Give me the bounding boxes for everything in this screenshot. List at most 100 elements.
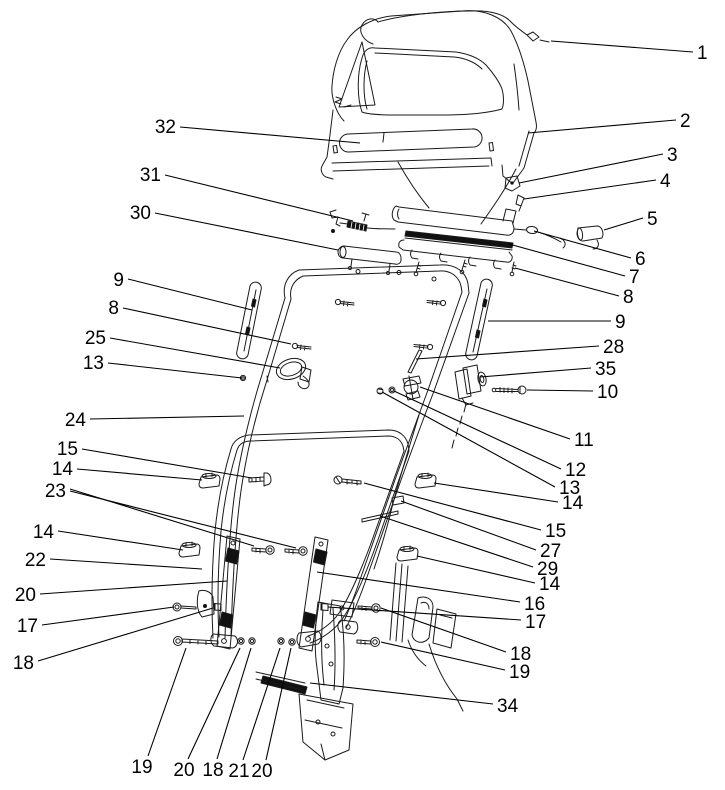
callout-label-9-3: 9 (113, 270, 124, 291)
knob-14 (414, 472, 437, 489)
leader-line-21 (242, 647, 281, 761)
hardware-knobs-bolts (178, 298, 447, 562)
callout-label-1-21: 1 (697, 43, 708, 64)
callout-label-16-41: 16 (524, 594, 545, 615)
leader-line-32 (179, 126, 361, 144)
callout-label-13-35: 13 (559, 478, 580, 499)
callout-label-3-23: 3 (667, 145, 678, 166)
callout-label-8-28: 8 (623, 287, 634, 308)
roller-30 (337, 245, 402, 275)
leader-line-12 (393, 390, 562, 470)
callout-label-14-36: 14 (562, 493, 584, 514)
callout-label-17-14: 17 (17, 616, 38, 637)
leader-line-15 (363, 482, 542, 531)
callout-label-8-4: 8 (108, 298, 119, 319)
callout-label-30-2: 30 (130, 203, 151, 224)
bracket-3 (504, 175, 521, 192)
callout-label-9-29: 9 (615, 312, 626, 333)
callout-label-18-43: 18 (510, 644, 531, 665)
leader-line-11 (419, 386, 571, 440)
washer-21 (277, 637, 285, 645)
bolt-23 (251, 545, 275, 555)
nut-18 (213, 603, 222, 611)
leader-line-9 (127, 278, 253, 311)
rod-29 (361, 510, 399, 523)
leader-line-13 (381, 391, 556, 488)
panel-slot (339, 128, 483, 153)
hardware-lower (172, 589, 381, 647)
callout-label-34-45: 34 (497, 696, 519, 717)
callout-label-12-34: 12 (565, 460, 586, 481)
screw-4 (515, 194, 525, 212)
callout-label-11-33: 11 (574, 430, 594, 451)
leader-line-14 (76, 468, 203, 481)
leader-line-6 (533, 230, 632, 259)
cable-clamp-group (361, 349, 527, 570)
bolt-15 (333, 475, 362, 486)
callout-label-19-16: 19 (131, 757, 152, 778)
leader-line-19 (147, 647, 187, 757)
leader-line-18 (380, 607, 507, 653)
callout-label-22-12: 22 (25, 550, 46, 571)
callout-label-21-19: 21 (228, 761, 249, 782)
callout-label-10-32: 10 (597, 382, 618, 403)
leader-line-4 (523, 179, 657, 200)
screw-10 (491, 385, 527, 395)
knob-14 (178, 541, 201, 558)
leader-line-7 (508, 243, 626, 277)
screw-8 (413, 343, 434, 351)
clamp-11 (403, 379, 419, 395)
leader-line-29 (379, 515, 534, 568)
callout-label-18-18: 18 (202, 760, 223, 781)
leader-line-14 (57, 530, 184, 551)
washer-20 (288, 638, 296, 646)
pin-31 (361, 212, 370, 222)
lower-handle-tube (224, 264, 470, 639)
leader-line-14 (416, 555, 536, 584)
leader-line-14 (433, 482, 559, 503)
screw-17 (172, 602, 197, 612)
strap-clamp (196, 589, 215, 618)
leader-line-27 (400, 500, 537, 551)
washer-18 (248, 637, 256, 645)
handle-bar (391, 205, 515, 236)
leader-line-31 (164, 174, 354, 222)
callout-label-24-7: 24 (65, 410, 87, 431)
upper-handle-assembly (320, 10, 537, 236)
callout-label-23-10: 23 (45, 481, 66, 502)
strap-22 (216, 535, 241, 650)
leader-line-5 (603, 217, 644, 231)
leader-line-20 (39, 580, 228, 595)
bolt-15 (248, 472, 272, 487)
callout-label-6-26: 6 (635, 249, 646, 270)
screw-8 (426, 299, 447, 307)
leader-line-34 (309, 682, 494, 705)
screw-8 (334, 298, 355, 307)
leader-line-24 (89, 415, 245, 420)
callout-label-13-6: 13 (83, 353, 104, 374)
callout-label-2-22: 2 (680, 111, 691, 132)
leader-line-17 (41, 606, 175, 626)
callout-label-31-1: 31 (140, 165, 161, 186)
leader-line-15 (81, 448, 253, 479)
leader-line-8 (122, 307, 292, 345)
nut-13 (376, 387, 384, 395)
callout-label-20-20: 20 (251, 761, 272, 782)
callout-label-15-37: 15 (545, 521, 566, 542)
callout-label-19-44: 19 (509, 662, 530, 683)
washer-12 (388, 386, 396, 394)
control-bar (398, 230, 517, 277)
callout-label-14-9: 14 (52, 459, 74, 480)
callout-label-27-38: 27 (540, 541, 561, 562)
callout-label-17-42: 17 (525, 612, 546, 633)
bracket-arm (329, 599, 355, 618)
bolt-19 (173, 636, 219, 646)
leader-line-16 (316, 571, 521, 603)
callout-label-5-25: 5 (647, 209, 658, 230)
screw-8 (291, 342, 312, 351)
support-straps (216, 535, 329, 652)
callout-label-28-30: 28 (603, 337, 624, 358)
bolt-23 (284, 546, 308, 556)
